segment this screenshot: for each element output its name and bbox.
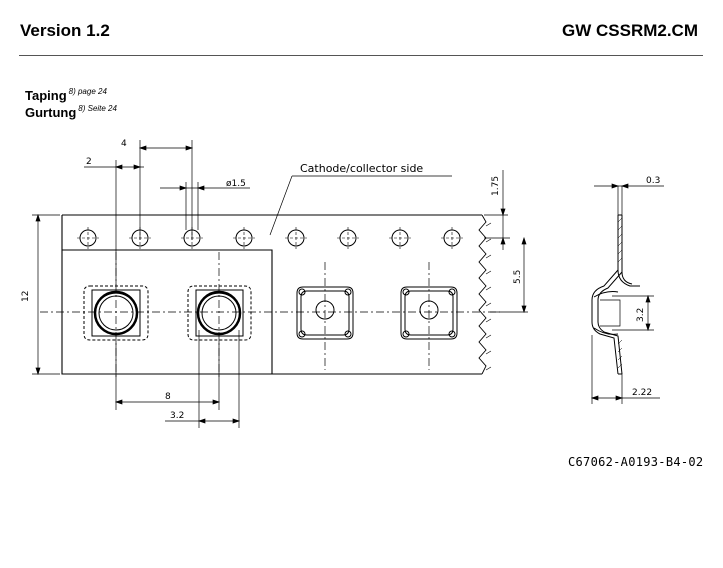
dimension-lines [32,140,528,428]
pocket-with-component [83,285,149,341]
dim-pitch-4: 4 [121,139,127,149]
dim-hole-diameter: ø1.5 [226,179,246,189]
empty-pocket [296,286,354,340]
sprocket-hole-center [285,227,307,249]
sprocket-hole-center [441,227,463,249]
sprocket-hole-center [337,227,359,249]
dim-tape-width-12: 12 [21,291,31,302]
break-hatching [485,222,492,371]
gurtung-heading: Gurtung [25,105,77,120]
dim-2-22: 2.22 [632,388,652,398]
part-number: GW CSSRM2.CM [562,21,698,40]
dim-1-75: 1.75 [491,176,501,196]
sprocket-hole-center [77,227,99,249]
side-view-dimensions [590,183,664,404]
taping-heading: Taping [25,88,67,103]
document-number: C67062-A0193-B4-02 [568,455,704,469]
sprocket-hole-center [233,227,255,249]
tape-break [478,214,487,375]
dim-3-2-side: 3.2 [636,308,646,322]
gurtung-footnote: 8) Seite 24 [78,104,117,113]
tape-outline [61,214,482,375]
dim-0-3: 0.3 [646,176,660,186]
center-lines [40,252,500,380]
dim-pocket-pitch-8: 8 [165,392,171,402]
dim-3-2-bottom: 3.2 [170,411,184,421]
empty-pocket [400,286,458,340]
dim-5-5: 5.5 [513,270,523,284]
dim-2: 2 [86,157,92,167]
cathode-label: Cathode/collector side [300,162,423,175]
version-label: Version 1.2 [20,21,110,40]
sprocket-holes [77,227,463,249]
pocket-with-component [187,285,252,341]
side-view [591,214,640,375]
taping-footnote: 8) page 24 [68,87,107,96]
header-divider [19,55,703,56]
sprocket-hole-center [389,227,411,249]
side-view-hatching [617,217,623,369]
